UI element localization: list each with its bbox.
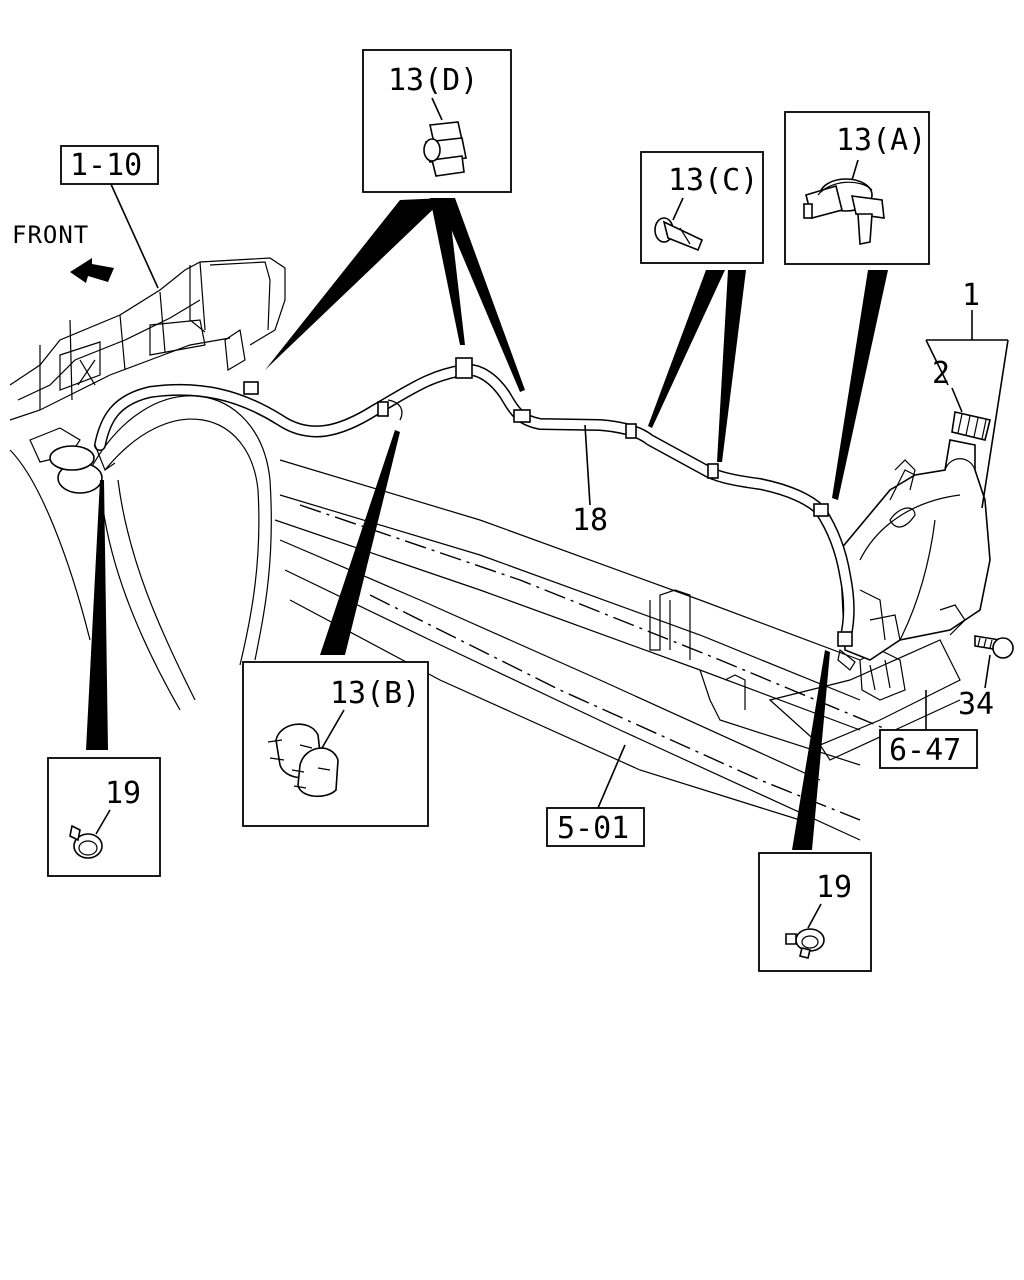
clip-a-icon (803, 178, 885, 245)
ref-6-47-text: 6-47 (889, 733, 961, 768)
bolt-part (974, 635, 1014, 659)
clip-b-icon (267, 723, 339, 798)
ref-1-10-text: 1-10 (70, 148, 142, 183)
inset-13d-label: 13(D) (388, 63, 478, 98)
ref-5-01-text: 5-01 (557, 811, 629, 846)
washer-hose (49, 357, 856, 671)
leader-wedges (86, 198, 888, 850)
inset-19-right-label: 19 (816, 870, 852, 905)
part-34-label: 34 (958, 687, 994, 722)
inset-19-right: 19 (758, 852, 872, 972)
inset-19-left-label: 19 (105, 776, 141, 811)
inset-19-left: 19 (47, 757, 161, 877)
clip-c-icon (654, 217, 704, 252)
front-indicator: FRONT (12, 221, 114, 283)
ref-box-6-47: 6-47 (879, 729, 978, 769)
leader-lines (109, 181, 1009, 809)
ref-box-5-01: 5-01 (546, 807, 645, 847)
part-1-label: 1 (962, 278, 980, 313)
front-arrow-icon (70, 258, 114, 283)
clip-d-icon (423, 121, 467, 177)
inset-13b-label: 13(B) (330, 676, 420, 711)
inset-13d: 13(D) (362, 49, 512, 193)
vehicle-frame-linework (9, 257, 961, 841)
inset-13c-label: 13(C) (668, 163, 758, 198)
ref-box-1-10: 1-10 (60, 145, 159, 185)
part-18-label: 18 (572, 503, 608, 538)
inset-13a-label: 13(A) (836, 123, 926, 158)
hose-clamp-right-icon (785, 928, 825, 959)
washer-tank (839, 439, 991, 661)
inset-13b: 13(B) (242, 661, 429, 827)
inset-13c: 13(C) (640, 151, 764, 264)
inset-13a: 13(A) (784, 111, 930, 265)
strainer-part (951, 411, 991, 441)
part-2-label: 2 (932, 356, 950, 391)
hose-clamp-left-icon (69, 824, 103, 859)
front-label: FRONT (12, 221, 89, 249)
